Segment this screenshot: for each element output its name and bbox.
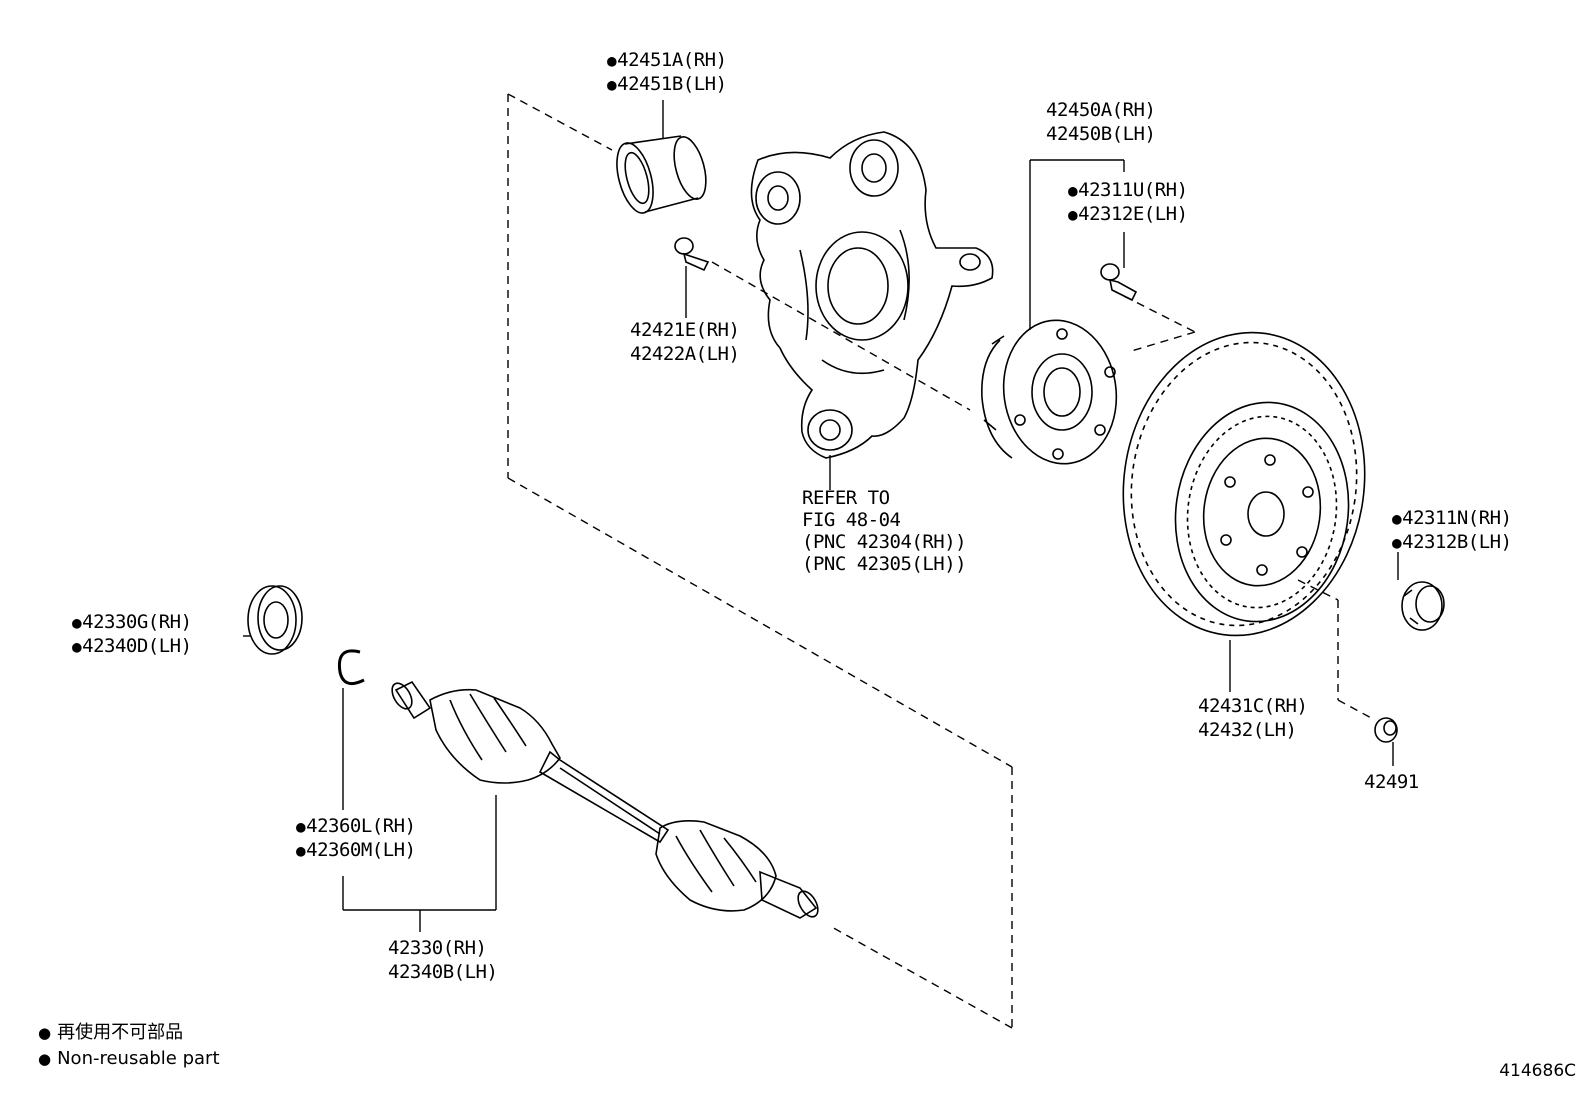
steering-knuckle xyxy=(750,131,994,459)
oil-seal-ring xyxy=(616,135,707,214)
label-snap-ring-lh: 42360M(LH) xyxy=(296,838,416,863)
label-oil-seal-rh: 42451A(RH) xyxy=(607,48,727,73)
legend-japanese-text: 再使用不可部品 xyxy=(57,1022,184,1043)
hub-bolt xyxy=(1100,263,1138,302)
label-shaft-seal-lh: 42340D(LH) xyxy=(72,634,192,659)
shaft-oil-seal xyxy=(247,585,303,655)
label-hub-bearing-lh: 42450B(LH) xyxy=(1046,123,1156,145)
legend-bullet-icon: ● xyxy=(38,1024,52,1042)
snap-ring xyxy=(337,649,365,686)
label-hub-bolt-lh: 42312E(LH) xyxy=(1068,202,1188,227)
label-hub-bolt-rh: 42311U(RH) xyxy=(1068,178,1188,203)
label-shaft-seal-rh: 42330G(RH) xyxy=(72,610,192,635)
legend-japanese: ● 再使用不可部品 xyxy=(38,1022,183,1044)
label-knuckle-bolt-lh: 42422A(LH) xyxy=(630,343,740,365)
label-hub-bearing-rh: 42450A(RH) xyxy=(1046,99,1156,121)
brake-disc xyxy=(1122,331,1366,637)
label-disc-rh: 42431C(RH) xyxy=(1198,695,1308,717)
label-knuckle-ref-1: REFER TO xyxy=(802,487,890,509)
label-knuckle-ref-4: (PNC 42305(LH)) xyxy=(802,553,967,575)
label-disc-lh: 42432(LH) xyxy=(1198,719,1297,741)
label-snap-ring-rh: 42360L(RH) xyxy=(296,814,416,839)
label-disc-screw: 42491 xyxy=(1364,771,1419,793)
label-knuckle-ref-3: (PNC 42304(RH)) xyxy=(802,531,967,553)
label-knuckle-ref-2: FIG 48-04 xyxy=(802,509,901,531)
label-hub-nut-lh: 42312B(LH) xyxy=(1392,530,1512,555)
knuckle-bolt xyxy=(674,237,710,272)
drive-shaft xyxy=(391,680,819,919)
figure-number: 414686C xyxy=(1499,1061,1576,1081)
hub-bearing xyxy=(981,319,1118,465)
legend-bullet-icon: ● xyxy=(38,1050,52,1068)
legend-english: ● Non-reusable part xyxy=(38,1048,220,1070)
leader-lines xyxy=(243,100,1399,932)
hub-nut xyxy=(1401,581,1445,631)
legend-english-text: Non-reusable part xyxy=(57,1048,220,1069)
disc-set-screw xyxy=(1374,717,1398,743)
label-knuckle-bolt-rh: 42421E(RH) xyxy=(630,319,740,341)
label-drive-shaft-rh: 42330(RH) xyxy=(388,937,487,959)
label-hub-nut-rh: 42311N(RH) xyxy=(1392,506,1512,531)
label-oil-seal-lh: 42451B(LH) xyxy=(607,72,727,97)
assembly-dashed-outline xyxy=(507,93,1376,1029)
label-drive-shaft-lh: 42340B(LH) xyxy=(388,961,498,983)
